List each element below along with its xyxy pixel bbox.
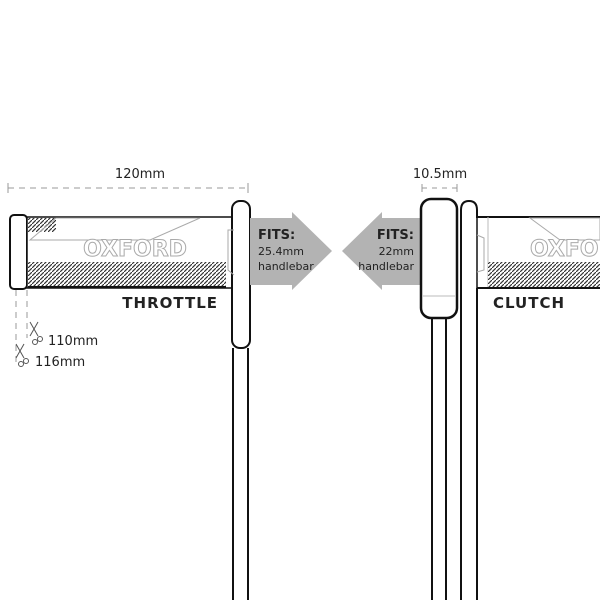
clutch-label: CLUTCH (493, 294, 565, 312)
throttle-fits-size: 25.4mm (258, 245, 304, 258)
flange-dimension: 10.5mm (413, 167, 467, 192)
scissors-icon (29, 321, 43, 345)
throttle-grip: OXFORD THROTTLE (9, 200, 251, 600)
throttle-fits-arrow: FITS: 25.4mm handlebar (250, 212, 332, 290)
throttle-fits-unit: handlebar (258, 260, 314, 273)
clutch-fits-title: FITS: (377, 228, 414, 243)
length-dimension: 120mm (7, 167, 249, 193)
brand-logo: OXFORD (530, 237, 600, 262)
clutch-fits-unit: handlebar (358, 260, 414, 273)
throttle-label: THROTTLE (122, 294, 218, 312)
cut-116-label: 116mm (35, 355, 85, 370)
length-label: 120mm (115, 167, 165, 182)
brand-logo: OXFORD (83, 237, 187, 262)
scissors-icon (15, 343, 29, 367)
throttle-fits-title: FITS: (258, 228, 295, 243)
cut-marks: 110mm 116mm (15, 290, 98, 370)
clutch-fits-arrow: FITS: 22mm handlebar (342, 212, 420, 290)
flange-label: 10.5mm (413, 167, 467, 182)
cut-110-label: 110mm (48, 334, 98, 349)
clutch-grip: OXFORD CLUTCH (419, 197, 600, 600)
clutch-fits-size: 22mm (379, 245, 414, 258)
